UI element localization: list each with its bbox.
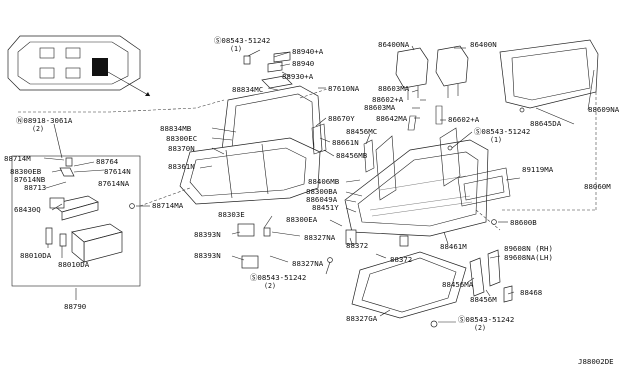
label-88393N-b: 88393N [194,251,221,260]
label-08543-right: Ⓢ08543-51242 [474,127,530,136]
label-88300EB: 88300EB [10,167,42,176]
label-886049A: 886049A [306,195,338,204]
label-88456MC: 88456MC [346,127,377,136]
label-88609NA: 88609NA [588,105,620,114]
label-88372: 88372 [346,241,368,250]
label-08543-bot-qty: (2) [474,324,486,332]
label-88303E: 88303E [218,210,245,219]
label-qty: (1) [230,45,242,53]
label-88603MA-b: 88603MA [364,103,396,112]
label-88300EC: 88300EC [166,134,197,143]
label-88300EA: 88300EA [286,215,318,224]
back-panel [499,39,599,109]
label-88327GA: 88327GA [346,314,378,323]
label-88468: 88468 [520,288,542,297]
label-88361N: 88361N [168,162,195,171]
label-87610NA: 87610NA [328,84,360,93]
diagram-id: J88002DE [578,357,614,366]
rear-seat [179,75,323,205]
label-88602A: 88602+A [372,95,404,104]
label-08543-right-qty: (1) [490,136,502,144]
dashed-lines [18,87,597,231]
label-86602A: 86602+A [448,115,480,124]
label-88834MC: 88834MC [232,85,263,94]
label-88010DA-b: 88010DA [58,260,90,269]
label-88940A: 88940+A [292,47,324,56]
label-87614NA: 87614NA [98,179,130,188]
label-88461M: 88461M [440,242,467,251]
label-68430Q: 68430Q [14,205,41,214]
label-88406MB: 88406MB [308,177,340,186]
seat-frame [344,127,489,237]
label-08543-bot: Ⓢ08543-51242 [458,315,514,324]
headrests [395,45,469,100]
label-88600B: 88600B [510,218,537,227]
label-88940: 88940 [292,59,314,68]
label-08543-51242: Ⓢ08543-51242 [214,36,270,45]
label-88764: 88764 [96,157,119,166]
label-88451Y: 88451Y [312,203,339,212]
label-86400N: 86400N [470,40,497,49]
label-86400NA: 86400NA [378,40,410,49]
label-08918-3061A: Ⓝ08918-3061A [16,116,73,125]
label-88603MA: 88603MA [378,84,410,93]
armrest-box [11,155,141,300]
floor-cover [351,251,467,328]
leader-lines [43,45,595,323]
small-parts [129,51,525,303]
label-88327NA: 88327NA [304,233,336,242]
label-08543-mid: Ⓢ08543-51242 [250,273,306,282]
label-88645DA: 88645DA [530,119,562,128]
seat-spring [457,167,511,207]
label-88714M: 88714M [4,154,31,163]
label-88456MA: 88456MA [442,280,474,289]
label-88661N: 88661N [332,138,359,147]
label-88834MB: 88834MB [160,124,192,133]
label-08543-mid-qty: (2) [264,282,276,290]
label-88372-b: 88372 [390,255,412,264]
label-88370N: 88370N [168,144,195,153]
label-88714MA: 88714MA [152,201,184,210]
label-87614NB: 87614NB [14,175,46,184]
label-89119MA: 89119MA [522,165,554,174]
label-88670Y: 88670Y [328,114,355,123]
label-88642MA: 88642MA [376,114,408,123]
label-88327NA-b: 88327NA [292,259,324,268]
label-89608N: 89608N (RH) [504,244,553,253]
label-87614N: 87614N [104,167,131,176]
label-88300BA: 88300BA [306,187,338,196]
label-88060M: 88060M [584,182,611,191]
label-88790: 88790 [64,302,86,311]
vehicle-overview [7,35,151,97]
label-08918-qty: (2) [32,125,44,133]
label-88713: 88713 [24,183,46,192]
label-88456MB: 88456MB [336,151,368,160]
label-88456M: 88456M [470,295,497,304]
label-89608NA: 89608NA(LH) [504,253,553,262]
label-88010DA-a: 88010DA [20,251,52,260]
label-88393N: 88393N [194,230,221,239]
label-88930A: 88930+A [282,72,314,81]
part-labels: Ⓢ08543-51242 (1) 88940+A 88940 88930+A 8… [4,36,620,366]
